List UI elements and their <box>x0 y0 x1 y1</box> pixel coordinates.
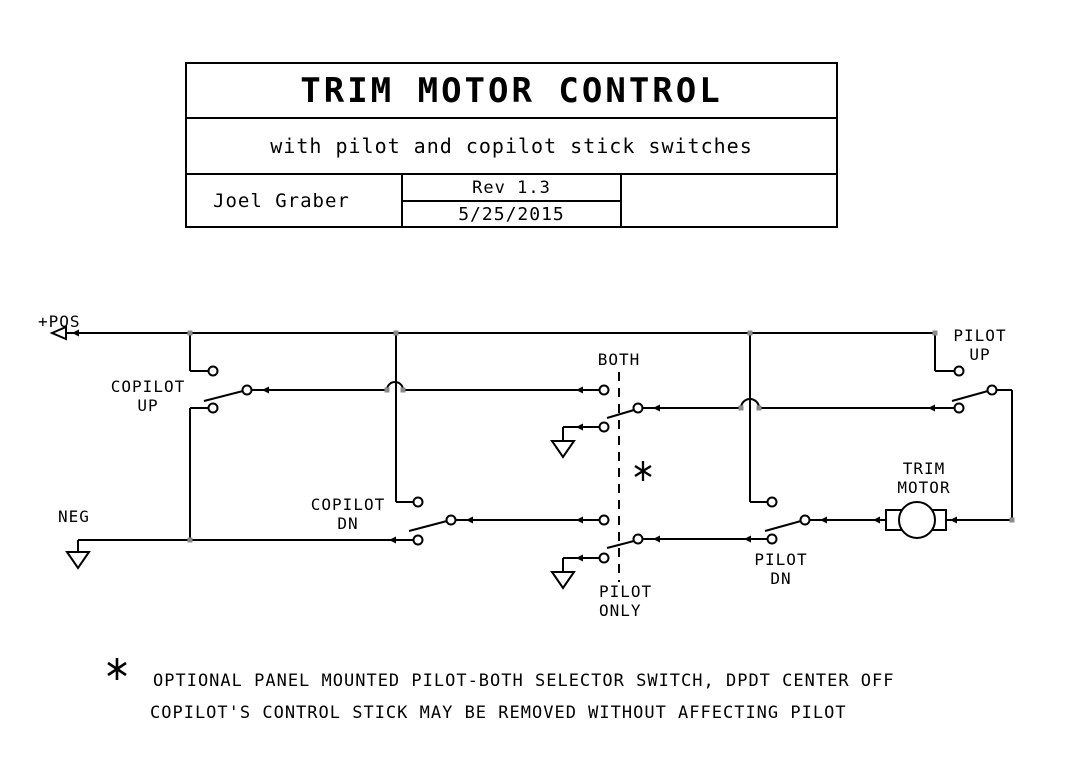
negative-rail <box>65 539 413 570</box>
pos-arrow-icon <box>49 325 67 341</box>
page-subtitle: with pilot and copilot stick switches <box>270 134 753 158</box>
title-block: TRIM MOTOR CONTROL with pilot and copilo… <box>185 62 838 228</box>
revision-cell: Rev 1.3 5/25/2015 <box>403 175 622 226</box>
junction-dots <box>187 330 1015 543</box>
revision-label: Rev 1.3 <box>403 175 620 202</box>
pilot-up-label: PILOT UP <box>953 326 1007 364</box>
title-row: TRIM MOTOR CONTROL <box>187 64 836 119</box>
trim-motor-label: TRIM MOTOR <box>897 459 951 497</box>
author-cell: Joel Graber <box>187 175 403 226</box>
info-row: Joel Graber Rev 1.3 5/25/2015 <box>187 175 836 226</box>
pilot-up-switch <box>934 333 1013 520</box>
positive-rail <box>49 325 935 341</box>
copilot-dn-label: COPILOT DN <box>310 495 386 533</box>
ground-icon <box>550 571 576 590</box>
copilot-up-label: COPILOT UP <box>110 377 186 415</box>
copilot-up-switch <box>189 333 599 540</box>
note-line-2: COPILOT'S CONTROL STICK MAY BE REMOVED W… <box>150 703 847 723</box>
selector-both-pole <box>550 384 954 459</box>
ground-icon <box>65 551 91 570</box>
neg-rail-label: NEG <box>58 507 90 526</box>
ground-icon <box>550 440 576 459</box>
both-position-label: BOTH <box>597 350 641 369</box>
revision-date: 5/25/2015 <box>458 203 565 225</box>
copilot-dn-switch <box>395 333 599 546</box>
pilot-dn-switch <box>749 333 886 545</box>
pos-rail-label: +POS <box>38 312 81 331</box>
pilot-dn-label: PILOT DN <box>754 550 808 588</box>
pilot-only-position-label: PILOT ONLY <box>599 582 653 620</box>
page-title: TRIM MOTOR CONTROL <box>300 70 723 111</box>
subtitle-row: with pilot and copilot stick switches <box>187 119 836 175</box>
author-name: Joel Graber <box>213 189 350 212</box>
trim-motor-symbol <box>885 501 1012 539</box>
wire-ticks <box>72 329 957 562</box>
asterisk-marker <box>634 461 652 481</box>
note-asterisk-marker <box>107 658 127 680</box>
note-line-1: OPTIONAL PANEL MOUNTED PILOT-BOTH SELECT… <box>153 671 895 691</box>
